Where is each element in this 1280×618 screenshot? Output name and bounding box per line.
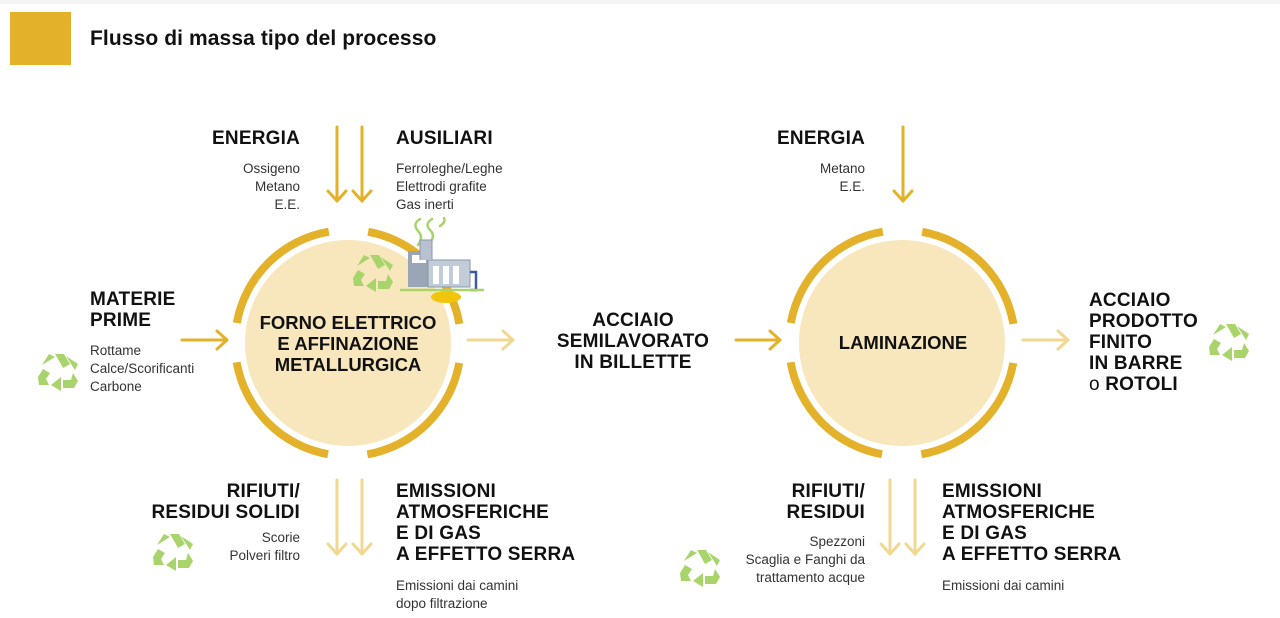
emissions-title-line: E DI GAS [942, 523, 1028, 544]
raw-materials-items: Rottame Calce/Scorificanti Carbone [90, 342, 230, 396]
stage1-waste-items: Scorie Polveri filtro [180, 529, 300, 565]
emissions-item: Emissioni dai camini [942, 578, 1065, 593]
emissions-title-line: EMISSIONI [942, 481, 1042, 502]
energy-item: E.E. [274, 197, 300, 212]
semifinished-line: ACCIAIO [592, 310, 674, 331]
stage1-label-line: FORNO ELETTRICO [259, 312, 437, 333]
stage2-energy-title: ENERGIA [777, 128, 865, 149]
energy2-arrow-icon [892, 125, 914, 203]
emissions-title-line: ATMOSFERICHE [396, 502, 549, 523]
semifinished-line: SEMILAVORATO [556, 331, 710, 352]
recycle-icon [680, 550, 720, 587]
stage2-circle [785, 226, 1019, 460]
auxiliary-item: Gas inerti [396, 197, 454, 212]
stage1-circle [231, 226, 465, 460]
recycle-icon [38, 354, 78, 391]
stage1-emissions-items: Emissioni dai camini dopo filtrazione [396, 577, 596, 613]
raw-material-item: Calce/Scorificanti [90, 361, 195, 376]
auxiliary-item: Elettrodi grafite [396, 179, 487, 194]
raw-materials-arrow-icon [180, 329, 229, 351]
semifinished-line: IN BILLETTE [574, 352, 692, 373]
stage1-label-line: E AFFINAZIONE [277, 333, 419, 354]
stage1-energy-title: ENERGIA [212, 128, 300, 149]
raw-material-item: Rottame [90, 343, 142, 358]
finished-product-label: ACCIAIO PRODOTTO FINITO IN BARRE o ROTOL… [1089, 290, 1219, 395]
energy-item: E.E. [839, 179, 865, 194]
semifinished-in-arrow-icon [734, 329, 782, 351]
auxiliary-items: Ferroleghe/Leghe Elettrodi grafite Gas i… [396, 160, 546, 214]
raw-materials-title-line: PRIME [90, 310, 152, 331]
waste-title-line: RIFIUTI/ [226, 481, 300, 502]
finished-product-line: IN BARRE [1089, 353, 1183, 374]
stage1-label-line: METALLURGICA [274, 354, 422, 375]
stage2-energy-items: Metano E.E. [745, 160, 865, 196]
waste-item: Scaglia e Fanghi da [745, 552, 865, 567]
energy-item: Metano [254, 179, 300, 194]
finished-product-line: o ROTOLI [1089, 374, 1219, 395]
factory-icon [400, 216, 484, 303]
finished-product-line: FINITO [1089, 332, 1153, 353]
page-title: Flusso di massa tipo del processo [90, 27, 437, 50]
emissions-title-line: A EFFETTO SERRA [942, 544, 1122, 565]
waste-title-line: RIFIUTI/ [791, 481, 865, 502]
top-bar [0, 0, 1280, 4]
raw-material-item: Carbone [90, 379, 142, 394]
emissions-item: Emissioni dai camini [396, 578, 519, 593]
emissions-title-line: EMISSIONI [396, 481, 496, 502]
stage2-waste-items: Spezzoni Scaglia e Fanghi da trattamento… [715, 533, 865, 587]
stage1-label: FORNO ELETTRICO E AFFINAZIONE METALLURGI… [250, 312, 446, 375]
stage2-emissions-title: EMISSIONI ATMOSFERICHE E DI GAS A EFFETT… [942, 481, 1142, 565]
header-accent-square [10, 12, 71, 65]
energy-item: Metano [819, 161, 865, 176]
stage2-label: LAMINAZIONE [838, 332, 968, 353]
auxiliary-item: Ferroleghe/Leghe [396, 161, 503, 176]
waste-item: Scorie [261, 530, 300, 545]
stage1-emissions-title: EMISSIONI ATMOSFERICHE E DI GAS A EFFETT… [396, 481, 596, 565]
waste-title-line: RESIDUI [786, 502, 865, 523]
stage2-waste-title: RIFIUTI/ RESIDUI [745, 481, 865, 523]
waste-item: trattamento acque [756, 570, 865, 585]
waste2-emissions2-arrow-icon [879, 478, 926, 556]
emissions-title-line: E DI GAS [396, 523, 482, 544]
raw-materials-title-line: MATERIE [90, 289, 176, 310]
stage1-waste-title: RIFIUTI/ RESIDUI SOLIDI [140, 481, 300, 523]
product-out-arrow-icon [1021, 329, 1070, 351]
finished-product-line: ACCIAIO [1089, 290, 1171, 311]
stage2-emissions-items: Emissioni dai camini [942, 577, 1142, 595]
energy-arrow-icon [326, 125, 373, 203]
finished-product-line: PRODOTTO [1089, 311, 1198, 332]
finished-product-word: ROTOLI [1105, 374, 1178, 395]
waste-item: Polveri filtro [229, 548, 300, 563]
energy-item: Ossigeno [242, 161, 300, 176]
stage1-energy-items: Ossigeno Metano E.E. [180, 160, 300, 214]
semifinished-steel-label: ACCIAIO SEMILAVORATO IN BILLETTE [540, 310, 726, 373]
emissions-item: dopo filtrazione [396, 596, 488, 611]
semifinished-out-arrow-icon [466, 329, 515, 351]
raw-materials-title: MATERIE PRIME [90, 289, 210, 331]
auxiliary-title: AUSILIARI [396, 128, 493, 149]
waste-item: Spezzoni [809, 534, 865, 549]
finished-product-prefix: o [1089, 374, 1100, 395]
waste-emissions-arrow-icon [326, 478, 373, 556]
emissions-title-line: A EFFETTO SERRA [396, 544, 576, 565]
emissions-title-line: ATMOSFERICHE [942, 502, 1095, 523]
waste-title-line: RESIDUI SOLIDI [151, 502, 300, 523]
